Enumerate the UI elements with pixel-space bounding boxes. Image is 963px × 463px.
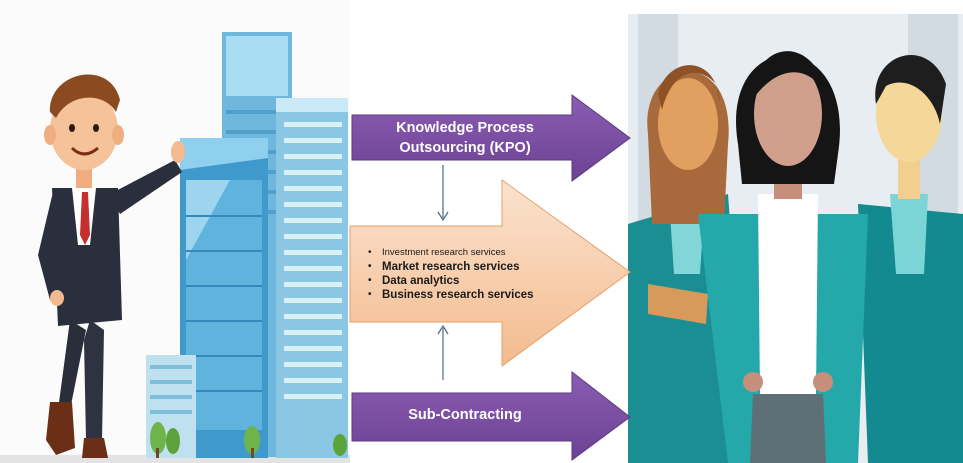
skyscraper-right	[276, 98, 348, 458]
service-item: Investment research services	[368, 246, 534, 260]
businessman-buildings-illustration	[0, 0, 350, 463]
team-professionals-illustration	[628, 14, 963, 463]
kpo-arrow	[351, 94, 631, 182]
connector-up-arrow	[437, 324, 449, 380]
kpo-label-line1: Knowledge Process	[396, 120, 534, 136]
kpo-label: Knowledge Process Outsourcing (KPO)	[360, 118, 570, 158]
man-figure	[858, 55, 963, 463]
subcontracting-arrow	[351, 370, 631, 461]
connector-down-arrow	[437, 165, 449, 222]
service-item: Business research services	[368, 288, 533, 302]
trees	[150, 422, 347, 458]
businessman-figure	[38, 74, 185, 458]
service-item: Data analytics	[368, 274, 534, 288]
services-list: Investment research services Market rese…	[366, 246, 534, 302]
kpo-label-line2: Outsourcing (KPO)	[399, 140, 531, 156]
woman-center-figure	[698, 51, 868, 463]
service-item: Market research services	[368, 260, 534, 274]
subcontracting-label: Sub-Contracting	[408, 407, 522, 423]
